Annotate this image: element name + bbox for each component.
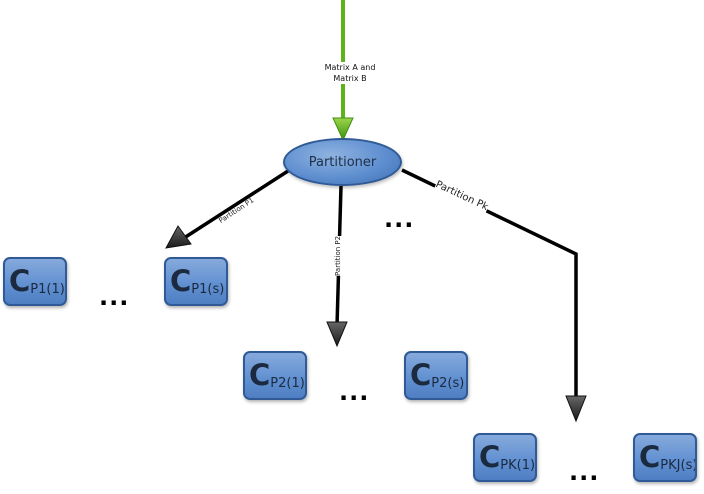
input-label: Matrix A and Matrix B	[308, 62, 392, 84]
block-subscript: PKJ(s)	[660, 458, 697, 473]
block-subscript: P1(s)	[191, 282, 225, 297]
block-letter: C	[479, 440, 501, 474]
ellipsis-p1: ...	[99, 283, 130, 311]
block-subscript: PK(1)	[500, 458, 536, 473]
block-subscript: P2(s)	[431, 376, 465, 391]
partitioner-node: Partitioner	[283, 138, 402, 186]
partition-pk-arrow-head	[565, 395, 587, 423]
ellipsis-p2: ...	[339, 378, 370, 406]
ellipsis-pk: ...	[569, 458, 600, 486]
partition-p1-arrow-head	[165, 225, 192, 249]
block-letter: C	[249, 358, 271, 392]
partition-p2-arrow-head	[326, 321, 348, 348]
block-p1-first: C P1(1)	[3, 257, 67, 306]
block-letter: C	[639, 440, 661, 474]
block-pk-first: C PK(1)	[473, 433, 537, 482]
input-label-line1: Matrix A and	[324, 63, 376, 72]
block-p1-last: C P1(s)	[164, 257, 228, 306]
input-arrow-head	[332, 117, 354, 142]
block-letter: C	[410, 358, 432, 392]
partitioner-label: Partitioner	[308, 154, 377, 170]
block-pk-last: C PKJ(s)	[633, 433, 697, 482]
block-p2-first: C P2(1)	[243, 351, 307, 400]
block-p2-last: C P2(s)	[404, 351, 468, 400]
block-subscript: P2(1)	[270, 376, 305, 391]
block-letter: C	[9, 264, 31, 298]
block-subscript: P1(1)	[30, 282, 65, 297]
block-letter: C	[170, 264, 192, 298]
ellipsis-partitions: ...	[384, 205, 415, 233]
edge-label-p2: Partition P2	[334, 235, 342, 276]
input-label-line2: Matrix B	[333, 74, 367, 83]
